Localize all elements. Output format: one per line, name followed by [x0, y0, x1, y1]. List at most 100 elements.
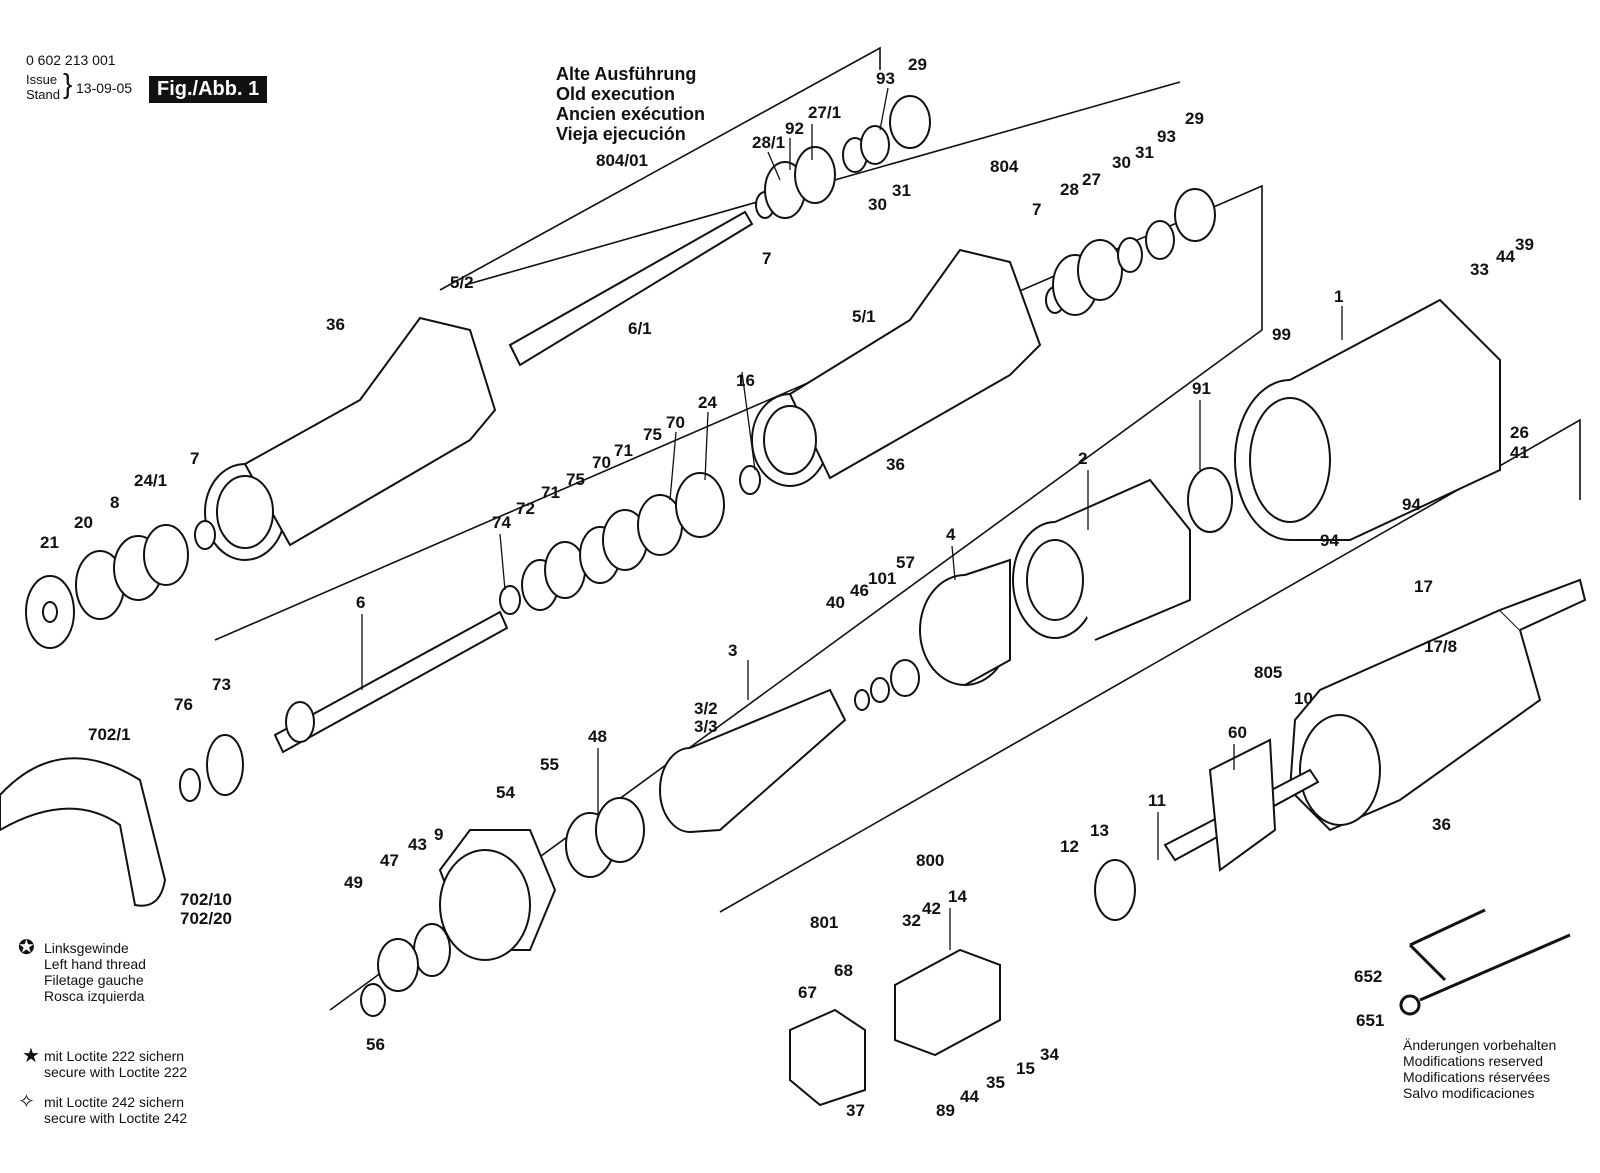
- cable-holder-68: [789, 1008, 866, 1107]
- switch-rod-11: [1094, 738, 1320, 921]
- callout-14: 14: [948, 887, 967, 906]
- callout-72: 72: [516, 499, 535, 518]
- legend-left-hand-thread: Linksgewinde Left hand thread Filetage g…: [44, 940, 146, 1004]
- issue-label: Issue: [26, 72, 58, 87]
- callout-24: 24: [698, 393, 717, 412]
- wrenches: [1399, 908, 1571, 1016]
- callout-89: 89: [936, 1101, 955, 1120]
- callout-801: 801: [810, 913, 838, 932]
- callout-47: 47: [380, 851, 399, 870]
- callout-7c: 7: [190, 449, 199, 468]
- callout-70a: 70: [666, 413, 685, 432]
- callout-651: 651: [1356, 1011, 1384, 1030]
- callout-5-2: 5/2: [450, 273, 474, 292]
- callout-31a: 31: [892, 181, 911, 200]
- callout-7a: 7: [762, 249, 771, 268]
- callout-44b: 44: [960, 1087, 979, 1106]
- switch-14: [894, 948, 1001, 1057]
- callout-3-2: 3/2: [694, 699, 718, 718]
- legend-l242-de: mit Loctite 242 sichern: [44, 1094, 185, 1110]
- callout-75a: 75: [643, 425, 662, 444]
- callout-11: 11: [1148, 791, 1166, 810]
- old-exec-de: Alte Ausführung: [556, 64, 697, 84]
- callout-67: 67: [798, 983, 817, 1002]
- callout-7b: 7: [1032, 200, 1041, 219]
- callout-31b: 31: [1135, 143, 1154, 162]
- callout-36a: 36: [326, 315, 345, 334]
- callout-91: 91: [1192, 379, 1211, 398]
- callout-74: 74: [492, 513, 511, 532]
- callout-4: 4: [946, 525, 956, 544]
- shaft-6-1: [508, 210, 754, 367]
- callout-55: 55: [540, 755, 559, 774]
- callout-71a: 71: [614, 441, 633, 460]
- callout-702-10: 702/10: [180, 890, 232, 909]
- callout-29: 29: [908, 55, 927, 74]
- callout-57: 57: [896, 553, 915, 572]
- mod-es: Salvo modificaciones: [1403, 1085, 1535, 1101]
- callout-76: 76: [174, 695, 193, 714]
- mod-en: Modifications reserved: [1403, 1053, 1544, 1069]
- legend-lht-de: Linksgewinde: [44, 940, 129, 956]
- callout-2: 2: [1078, 449, 1087, 468]
- callout-13: 13: [1090, 821, 1109, 840]
- legend-lht-fr: Filetage gauche: [44, 972, 144, 988]
- callout-56: 56: [366, 1035, 385, 1054]
- callout-805: 805: [1254, 663, 1282, 682]
- rings-bearings: [25, 95, 1233, 802]
- leader-lines: [361, 87, 1343, 950]
- callout-3-3: 3/3: [694, 717, 718, 736]
- callout-42: 42: [922, 899, 941, 918]
- callout-44a: 44: [1496, 247, 1515, 266]
- callout-800: 800: [916, 851, 944, 870]
- callout-6-1: 6/1: [628, 319, 652, 338]
- callout-30a: 30: [868, 195, 887, 214]
- callout-12: 12: [1060, 837, 1079, 856]
- callout-8: 8: [110, 493, 119, 512]
- callout-27-1: 27/1: [808, 103, 841, 122]
- legend-l222-en: secure with Loctite 222: [44, 1064, 188, 1080]
- callout-36b: 36: [886, 455, 905, 474]
- callout-92: 92: [785, 119, 804, 138]
- legend-loctite-222: mit Loctite 222 sichern secure with Loct…: [44, 1048, 187, 1080]
- wheel-guard-702: [0, 757, 167, 907]
- field-2: [1012, 478, 1191, 641]
- callout-93b: 93: [1157, 127, 1176, 146]
- gear-head-housing-upper: [204, 316, 497, 561]
- callout-15: 15: [1016, 1059, 1035, 1078]
- loctite-242-star-outline-icon: ✧: [18, 1091, 35, 1113]
- legend-l222-de: mit Loctite 222 sichern: [44, 1048, 185, 1064]
- callout-652: 652: [1354, 967, 1382, 986]
- callout-41: 41: [1510, 443, 1529, 462]
- part-number: 0 602 213 001: [26, 52, 116, 68]
- callout-21: 21: [40, 533, 59, 552]
- callout-6: 6: [356, 593, 365, 612]
- callout-28-1: 28/1: [752, 133, 785, 152]
- callout-5-1: 5/1: [852, 307, 876, 326]
- armature-3: [659, 688, 847, 833]
- mod-fr: Modifications réservées: [1403, 1069, 1551, 1085]
- legend-lht-es: Rosca izquierda: [44, 988, 145, 1004]
- modifications-note: Änderungen vorbehalten Modifications res…: [1403, 1037, 1556, 1101]
- callout-804-01: 804/01: [596, 151, 648, 170]
- callout-9: 9: [434, 825, 443, 844]
- callout-30b: 30: [1112, 153, 1131, 172]
- callout-71b: 71: [541, 483, 560, 502]
- legend-lht-en: Left hand thread: [44, 956, 146, 972]
- motor-housing-1: [1234, 298, 1501, 541]
- callout-75b: 75: [566, 470, 585, 489]
- callout-94b: 94: [1320, 531, 1339, 550]
- callout-26: 26: [1510, 423, 1529, 442]
- legend-l242-en: secure with Loctite 242: [44, 1110, 188, 1126]
- callout-40: 40: [826, 593, 845, 612]
- callout-20: 20: [74, 513, 93, 532]
- loctite-222-star-icon: ★: [22, 1045, 40, 1067]
- callout-94a: 94: [1402, 495, 1421, 514]
- callout-labels: 93 29 27/1 92 28/1 804/01 7 30 31 804 28…: [40, 55, 1534, 1120]
- callout-49: 49: [344, 873, 363, 892]
- callout-101: 101: [868, 569, 896, 588]
- callout-17-8: 17/8: [1424, 637, 1457, 656]
- issue-stand-labels: Issue Stand: [26, 72, 60, 102]
